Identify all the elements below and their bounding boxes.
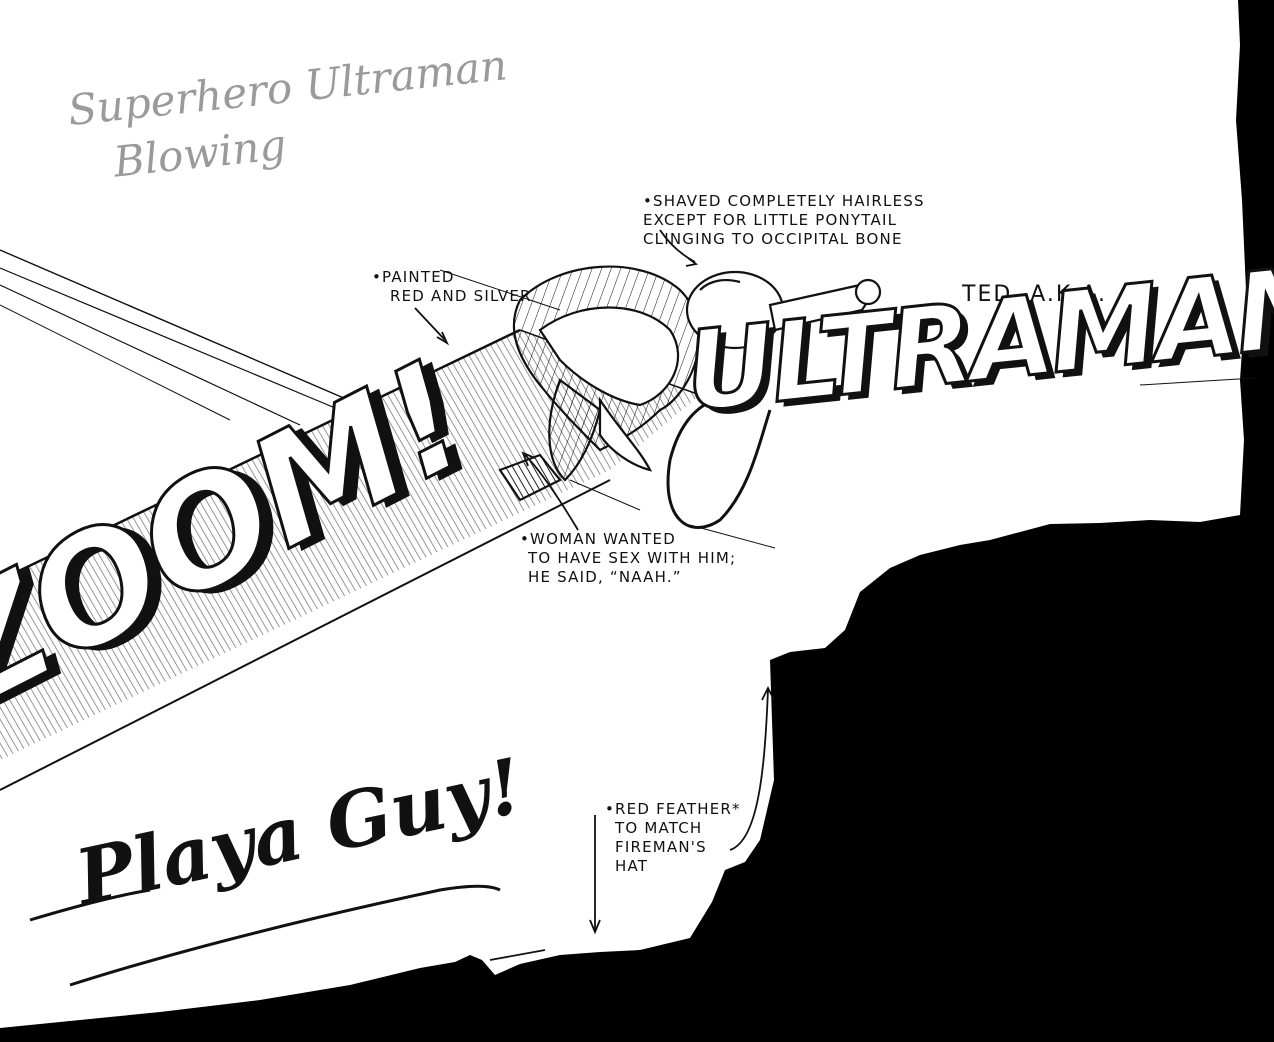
note-hairless-line-3: CLINGING TO OCCIPITAL BONE: [643, 230, 903, 248]
speed-lines: [0, 249, 1256, 549]
note-woman: •WOMAN WANTED TO HAVE SEX WITH HIM; HE S…: [520, 530, 736, 587]
note-painted: •PAINTED RED AND SILVER: [372, 268, 532, 306]
note-painted-line-2: RED AND SILVER: [390, 287, 532, 305]
note-feather-line-4: HAT: [615, 857, 649, 875]
note-woman-line-3: HE SAID, “NAAH.”: [528, 568, 682, 586]
note-feather: •RED FEATHER* TO MATCH FIREMAN'S HAT: [605, 800, 741, 876]
note-hairless-line-2: EXCEPT FOR LITTLE PONYTAIL: [643, 211, 898, 229]
note-feather-line-3: FIREMAN'S: [615, 838, 707, 856]
note-painted-line-1: •PAINTED: [372, 268, 455, 286]
paper-sheet: [0, 0, 1246, 1028]
note-woman-line-1: •WOMAN WANTED: [520, 530, 676, 548]
tagline-swash: [29, 884, 501, 987]
title-lettering-shadow: [666, 398, 772, 529]
note-arrows: [414, 229, 775, 961]
note-feather-line-1: •RED FEATHER*: [605, 800, 741, 818]
note-feather-line-2: TO MATCH: [615, 819, 703, 837]
note-hairless-line-1: •SHAVED COMPLETELY HAIRLESS: [643, 192, 925, 210]
hero-figure: [498, 265, 882, 502]
hero-name: TED, A.K.A.: [962, 282, 1107, 307]
note-woman-line-2: TO HAVE SEX WITH HIM;: [528, 549, 737, 567]
note-hairless: •SHAVED COMPLETELY HAIRLESS EXCEPT FOR L…: [643, 192, 925, 249]
